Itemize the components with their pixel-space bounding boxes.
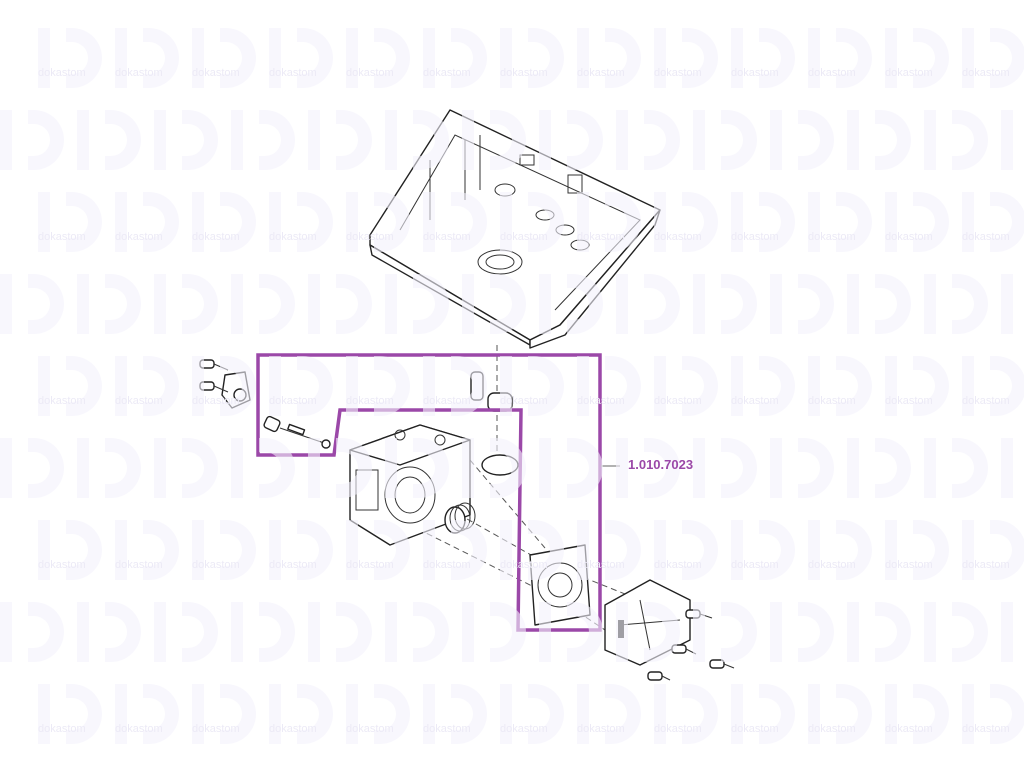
left-bracket bbox=[199, 359, 251, 409]
part-number-label[interactable]: 1.010.7023 bbox=[628, 457, 694, 472]
ring bbox=[481, 454, 519, 476]
flange-plate bbox=[529, 544, 591, 626]
chassis-frame bbox=[369, 109, 661, 349]
pin bbox=[470, 371, 484, 401]
spring-pin bbox=[263, 415, 331, 449]
